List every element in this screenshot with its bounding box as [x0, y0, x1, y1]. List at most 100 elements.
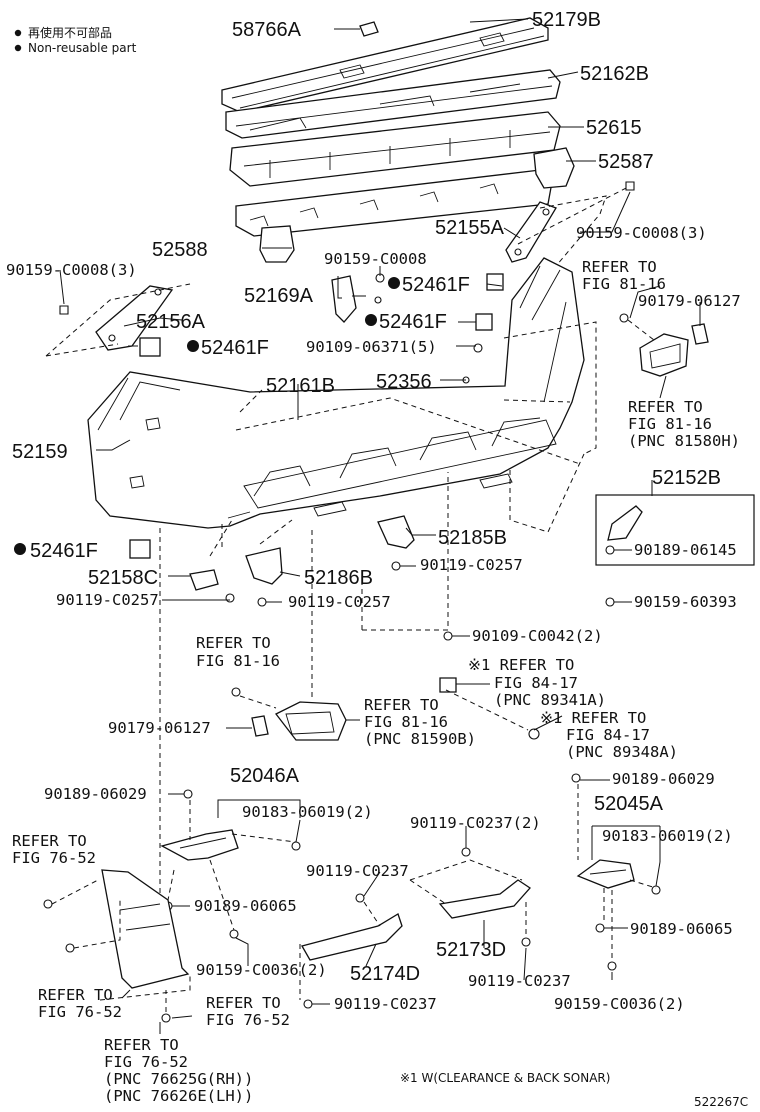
clip-90179-06127-left	[231, 687, 269, 737]
label-52159: 52159	[12, 441, 68, 463]
bracket-52186B	[245, 547, 283, 585]
label-90159-C0008: 90159-C0008	[324, 250, 427, 268]
sonar-sensor-89341A	[439, 677, 457, 693]
legend-bullet-icon	[14, 29, 22, 37]
ref-76-52-d-line3: (PNC 76625G(RH))	[104, 1070, 253, 1088]
non-reusable-bullet-icon	[14, 543, 26, 555]
clip-90179-06127-right	[619, 313, 709, 345]
ref-76-52-d-line2: FIG 76-52	[104, 1053, 188, 1071]
reference-notes: REFER TO FIG 81-16 REFER TO FIG 81-16 (P…	[12, 258, 740, 1105]
label-52587: 52587	[598, 151, 654, 173]
label-90189-06065-right: 90189-06065	[630, 920, 733, 938]
label-52173D: 52173D	[436, 939, 506, 961]
shield-52174D	[301, 893, 403, 1009]
ref-84-17-a-line3: (PNC 89341A)	[494, 691, 606, 709]
label-90119-C0257-a: 90119-C0257	[420, 556, 523, 574]
label-90183-06019-2-left: 90183-06019(2)	[242, 803, 373, 821]
shield-52173D	[438, 847, 531, 947]
ref-81-16-mid-line3: (PNC 81580H)	[628, 432, 740, 450]
footnote: ※1 W(CLEARANCE & BACK SONAR)	[400, 1071, 610, 1085]
label-52169A: 52169A	[244, 285, 314, 307]
ref-76-52-c-line2: FIG 76-52	[206, 1011, 290, 1029]
label-52045A: 52045A	[594, 793, 664, 815]
label-52588: 52588	[152, 239, 208, 261]
ref-76-52-b-line2: FIG 76-52	[38, 1003, 122, 1021]
label-90159-60393: 90159-60393	[634, 593, 737, 611]
label-90189-06145: 90189-06145	[634, 541, 737, 559]
label-90189-06029-left: 90189-06029	[44, 785, 147, 803]
label-90159-C0008-3-right: 90159-C0008(3)	[576, 224, 707, 242]
bracket-52185B	[377, 515, 415, 549]
absorber-52162B	[225, 69, 561, 139]
ref-81-16-mid-line1: REFER TO	[628, 398, 703, 416]
ref-81-16-mid-line2: FIG 81-16	[628, 415, 712, 433]
ref-81-16-left-line1: REFER TO	[196, 634, 271, 652]
ref-84-17-a-line2: FIG 84-17	[494, 674, 578, 692]
spacer-52587	[533, 147, 575, 189]
label-90109-C0042-2: 90109-C0042(2)	[472, 627, 603, 645]
label-52461F-d: 52461F	[30, 540, 98, 562]
bumper-cover-52159	[87, 257, 585, 529]
bolt-90159-60393	[605, 597, 615, 607]
lamp-81580H	[639, 333, 689, 377]
label-90183-06019-2-right: 90183-06019(2)	[602, 827, 733, 845]
ref-81-16-top-line2: FIG 81-16	[582, 275, 666, 293]
ref-76-52-d-line1: REFER TO	[104, 1036, 179, 1054]
label-52461F-c: 52461F	[201, 337, 269, 359]
label-52615: 52615	[586, 117, 642, 139]
label-90159-C0036-2-right: 90159-C0036(2)	[554, 995, 685, 1013]
label-52461F-b: 52461F	[379, 311, 447, 333]
label-52179B: 52179B	[532, 9, 601, 31]
label-52356: 52356	[376, 371, 432, 393]
bracket-52158C	[189, 569, 219, 591]
ref-84-17-a-line1: ※1 REFER TO	[468, 656, 574, 674]
diagram-id: 522267C	[694, 1095, 748, 1109]
label-90119-C0237-b: 90119-C0237	[468, 972, 571, 990]
label-90189-06065-left: 90189-06065	[194, 897, 297, 915]
clip-58766A	[359, 21, 379, 37]
mudflap	[43, 869, 190, 1023]
label-58766A: 58766A	[232, 19, 302, 41]
label-90109-06371-5: 90109-06371(5)	[306, 338, 437, 356]
label-90119-C0257-c: 90119-C0257	[288, 593, 391, 611]
label-90119-C0237-c: 90119-C0237	[334, 995, 437, 1013]
ref-84-17-b-line3: (PNC 89348A)	[566, 743, 678, 761]
ref-76-52-d-line4: (PNC 76626E(LH))	[104, 1087, 253, 1105]
non-reusable-bullet-icon	[388, 277, 400, 289]
bracket-52156A	[95, 285, 174, 351]
ref-81-16-left-line2: FIG 81-16	[196, 652, 280, 670]
ref-81-16-lamp-line1: REFER TO	[364, 696, 439, 714]
label-52185B: 52185B	[438, 527, 507, 549]
label-90159-C0036-2-left: 90159-C0036(2)	[196, 961, 327, 979]
reinforcement-52179B	[221, 17, 549, 113]
non-reusable-bullet-icon	[365, 314, 377, 326]
label-90119-C0237-a: 90119-C0237	[306, 862, 409, 880]
bolt-90159-C0008-left	[59, 305, 69, 315]
legend: 再使用不可部品 Non-reusable part	[14, 25, 137, 55]
label-52461F-a: 52461F	[402, 274, 470, 296]
legend-bullet-icon	[14, 44, 22, 52]
label-52161B: 52161B	[266, 375, 335, 397]
label-52162B: 52162B	[580, 63, 649, 85]
bracket-52155A	[505, 201, 557, 263]
label-52046A: 52046A	[230, 765, 300, 787]
ref-76-52-b-line1: REFER TO	[38, 986, 113, 1004]
label-52186B: 52186B	[304, 567, 373, 589]
lamp-81590B	[275, 701, 347, 741]
legend-english: Non-reusable part	[28, 41, 137, 55]
label-52155A: 52155A	[435, 217, 505, 239]
label-90119-C0257-b: 90119-C0257	[56, 591, 159, 609]
label-90179-06127-right: 90179-06127	[638, 292, 741, 310]
ref-76-52-c-line1: REFER TO	[206, 994, 281, 1012]
label-90179-06127-left: 90179-06127	[108, 719, 211, 737]
ref-81-16-lamp-line2: FIG 81-16	[364, 713, 448, 731]
part-labels: 58766A 52179B 52162B 52615 52587 52155A …	[6, 9, 741, 1013]
ref-81-16-lamp-line3: (PNC 81590B)	[364, 730, 476, 748]
ref-81-16-top-line1: REFER TO	[582, 258, 657, 276]
label-52174D: 52174D	[350, 963, 420, 985]
legend-japanese: 再使用不可部品	[28, 25, 112, 40]
ref-84-17-b-line2: FIG 84-17	[566, 726, 650, 744]
sonar-sensor-89348A	[528, 728, 540, 740]
